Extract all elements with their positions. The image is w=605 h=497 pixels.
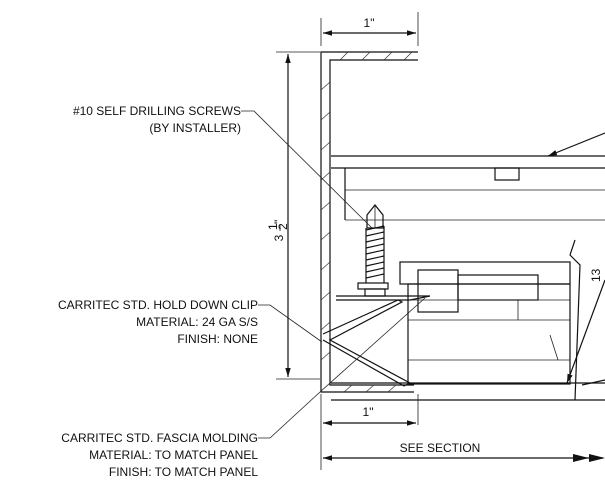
fascia-callout-line1: CARRITEC STD. FASCIA MOLDING [61,431,258,445]
screws-callout-line2: (BY INSTALLER) [149,121,241,135]
top-width-dimension: 1" [320,12,419,46]
bottom-width-label: 1" [363,405,374,419]
height-fraction-den: 2 [276,223,290,230]
height-whole: 3 [272,234,286,241]
see-section-label: SEE SECTION [400,441,481,455]
height-dimension: 3 1 2 " [266,51,320,380]
top-width-label: 1" [364,16,375,30]
height-unit: " [272,220,286,224]
see-section-dimension: SEE SECTION [323,441,605,462]
roof-panel [331,155,605,401]
fascia-callout-line3: FINISH: TO MATCH PANEL [109,465,258,479]
clip-callout-line1: CARRITEC STD. HOLD DOWN CLIP [58,298,258,312]
clip-callout-line3: FINISH: NONE [177,332,258,346]
height-fraction-num: 1 [266,223,280,230]
hold-down-clip [322,261,571,387]
right-partial-dimension: 13 [589,268,603,282]
fascia-callout-line2: MATERIAL: TO MATCH PANEL [89,448,258,462]
leader-lines [241,110,605,439]
fascia-molding [320,51,418,393]
clip-callout-line2: MATERIAL: 24 GA S/S [136,315,258,329]
self-drilling-screw [365,204,385,283]
bottom-width-dimension: 1" [320,394,419,470]
screws-callout-line1: #10 SELF DRILLING SCREWS [73,104,241,118]
